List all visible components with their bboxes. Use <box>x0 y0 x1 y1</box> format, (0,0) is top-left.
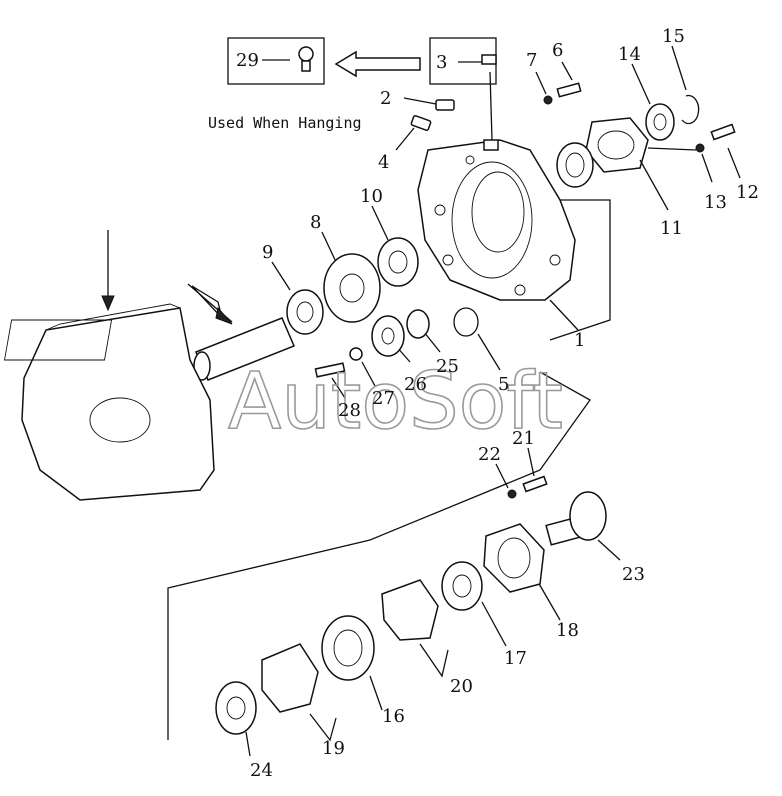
label-21: 21 <box>512 428 535 449</box>
label-27: 27 <box>372 388 395 409</box>
gear-8 <box>321 231 381 323</box>
eyebolt-callout-box <box>227 37 325 85</box>
washer-7 <box>535 71 553 105</box>
washer-22 <box>495 463 517 499</box>
label-17: 17 <box>504 648 527 669</box>
label-2: 2 <box>380 88 391 109</box>
washer-27 <box>349 347 376 387</box>
seal-16 <box>321 615 383 711</box>
cover-18 <box>483 523 561 621</box>
label-25: 25 <box>436 356 459 377</box>
label-22: 22 <box>478 444 501 465</box>
gasket-ring <box>556 142 594 188</box>
shim-19 <box>261 643 337 742</box>
snap-ring-15 <box>671 45 700 125</box>
label-11: 11 <box>660 218 683 239</box>
label-3: 3 <box>436 52 447 73</box>
label-5: 5 <box>498 374 509 395</box>
label-26: 26 <box>404 374 427 395</box>
label-7: 7 <box>526 50 537 71</box>
label-18: 18 <box>556 620 579 641</box>
label-24: 24 <box>250 760 273 781</box>
label-8: 8 <box>310 212 321 233</box>
bolt-12 <box>710 123 741 179</box>
plug-callout-box <box>429 37 497 85</box>
plug-4 <box>395 115 432 151</box>
housing-1 <box>417 139 611 341</box>
label-6: 6 <box>552 40 563 61</box>
label-16: 16 <box>382 706 405 727</box>
bearing-24 <box>215 681 257 757</box>
label-14: 14 <box>618 44 641 65</box>
ring-25 <box>406 309 441 353</box>
bolt-6 <box>556 61 582 98</box>
gear-26 <box>371 315 411 363</box>
washer-13 <box>647 143 713 183</box>
bolt-21 <box>522 447 548 493</box>
bearing-10 <box>371 205 419 287</box>
label-23: 23 <box>622 564 645 585</box>
label-4: 4 <box>378 152 389 173</box>
bearing-14 <box>631 63 675 141</box>
label-28: 28 <box>338 400 361 421</box>
bearing-17 <box>441 561 507 647</box>
label-13: 13 <box>704 192 727 213</box>
direction-arrow-left <box>334 50 421 78</box>
label-20: 20 <box>450 676 473 697</box>
plug-2 <box>403 97 455 111</box>
bearing-9 <box>271 261 324 335</box>
label-12: 12 <box>736 182 759 203</box>
shim-20 <box>381 579 449 678</box>
label-19: 19 <box>322 738 345 759</box>
watermark: AutoSoft <box>228 357 563 447</box>
label-15: 15 <box>662 26 685 47</box>
label-1: 1 <box>574 330 585 351</box>
label-29: 29 <box>236 50 259 71</box>
hanging-note: Used When Hanging <box>208 114 362 132</box>
bolt-28 <box>314 362 346 399</box>
o-ring-5 <box>453 307 501 371</box>
lower-group-bracket-line <box>167 371 591 740</box>
label-9: 9 <box>262 242 273 263</box>
label-10: 10 <box>360 186 383 207</box>
input-shaft <box>187 283 295 381</box>
pinion-23 <box>545 491 621 561</box>
transmission-case <box>3 230 233 501</box>
